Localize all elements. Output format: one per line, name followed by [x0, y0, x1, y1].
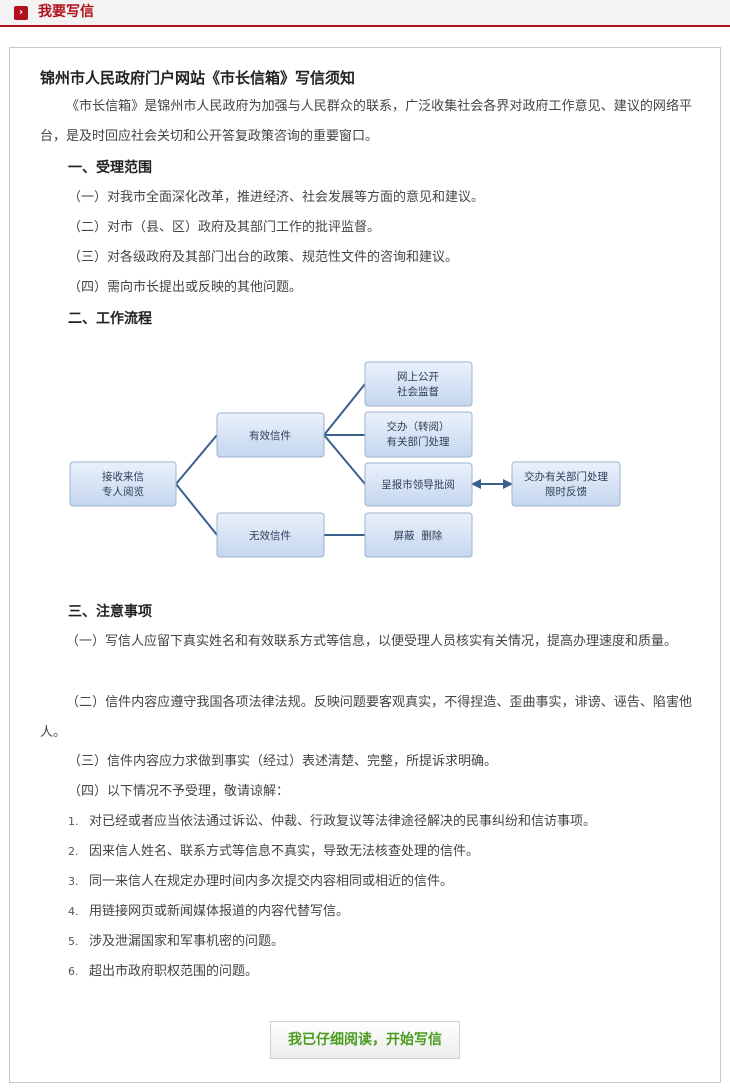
- exclusion-text: 因来信人姓名、联系方式等信息不真实，导致无法核查处理的信件。: [89, 844, 480, 859]
- exclusion-number: 2.: [68, 845, 79, 858]
- flow-connectors: [175, 383, 513, 536]
- intro-paragraph: 《市长信箱》是锦州市人民政府为加强与人民群众的联系，广泛收集社会各界对政府工作意…: [40, 99, 692, 144]
- note-item: （二）信件内容应遵守我国各项法律法规。反映问题要客观真实，不得捏造、歪曲事实，诽…: [40, 695, 692, 740]
- flow-box-valid: [216, 412, 325, 458]
- note-item: （四）以下情况不予受理，敬请谅解：: [68, 784, 290, 799]
- scope-heading: 一、受理范围: [68, 160, 152, 176]
- exclusion-text: 用链接网页或新闻媒体报道的内容代替写信。: [89, 904, 350, 919]
- flow-box-transfer: [364, 411, 473, 458]
- flow-box-report: [364, 462, 473, 507]
- exclusion-number: 1.: [68, 815, 79, 828]
- notes-heading: 三、注意事项: [68, 604, 152, 620]
- flow-box-receive: [69, 461, 177, 507]
- flow-label-valid: 有效信件: [249, 429, 291, 442]
- flow-label-block: 屏蔽 删除: [394, 529, 443, 542]
- flow-label-transfer-2: 有关部门处理: [387, 435, 450, 448]
- exclusion-number: 5.: [68, 935, 79, 948]
- flow-box-block: [364, 512, 473, 558]
- notice-panel: [9, 47, 721, 1083]
- workflow-diagram: 接收来信 专人阅览 有效信件 无效信件 网上公开 社会监督 交办（转阅） 有关部…: [69, 361, 621, 558]
- exclusion-number: 6.: [68, 965, 79, 978]
- flow-box-invalid: [216, 512, 325, 558]
- note-item: （三）信件内容应力求做到事实（经过）表述清楚、完整，所提诉求明确。: [68, 754, 498, 769]
- flow-label-report: 呈报市领导批阅: [381, 478, 455, 491]
- flow-box-public: [364, 361, 473, 407]
- flow-label-assign-2: 限时反馈: [545, 485, 587, 498]
- flow-label-assign-1: 交办有关部门处理: [524, 470, 608, 483]
- process-heading: 二、工作流程: [68, 311, 152, 327]
- scope-item: （四）需向市长提出或反映的其他问题。: [68, 280, 303, 295]
- section-title: 我要写信: [38, 4, 94, 20]
- scope-item: （一）对我市全面深化改革，推进经济、社会发展等方面的意见和建议。: [68, 190, 485, 205]
- flow-label-public-1: 网上公开: [397, 371, 439, 383]
- flow-label-public-2: 社会监督: [397, 385, 439, 398]
- exclusion-text: 超出市政府职权范围的问题。: [89, 964, 259, 979]
- start-writing-button[interactable]: 我已仔细阅读，开始写信: [270, 1021, 460, 1059]
- note-item: （一）写信人应留下真实姓名和有效联系方式等信息，以便受理人员核实有关情况，提高办…: [66, 634, 678, 649]
- scope-item: （三）对各级政府及其部门出台的政策、规范性文件的咨询和建议。: [68, 250, 459, 265]
- flow-box-assign: [511, 461, 621, 507]
- section-tab-bar: › 我要写信: [0, 0, 730, 27]
- exclusion-number: 3.: [68, 875, 79, 888]
- notice-title: 锦州市人民政府门户网站《市长信箱》写信须知: [40, 69, 356, 87]
- exclusion-text: 对已经或者应当依法通过诉讼、仲裁、行政复议等法律途径解决的民事纠纷和信访事项。: [89, 814, 597, 829]
- flow-label-receive-2: 专人阅览: [102, 485, 144, 498]
- flow-label-receive-1: 接收来信: [102, 470, 144, 483]
- exclusion-text: 涉及泄漏国家和军事机密的问题。: [89, 934, 285, 949]
- exclusion-text: 同一来信人在规定办理时间内多次提交内容相同或相近的信件。: [89, 874, 454, 889]
- exclusion-number: 4.: [68, 905, 79, 918]
- scope-item: （二）对市（县、区）政府及其部门工作的批评监督。: [68, 220, 381, 235]
- flow-label-transfer-1: 交办（转阅）: [387, 420, 450, 433]
- chevron-right-icon: ›: [14, 6, 28, 20]
- flow-label-invalid: 无效信件: [249, 529, 291, 542]
